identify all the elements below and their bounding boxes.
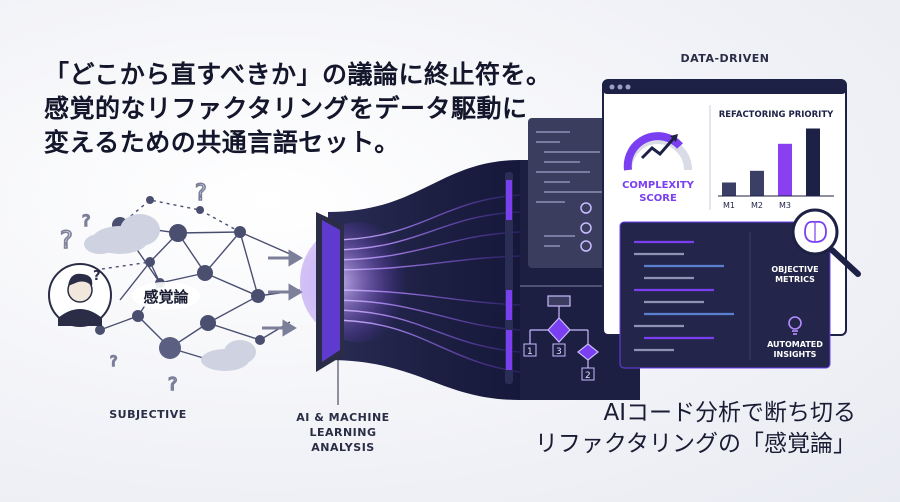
- gauge-icon: [623, 132, 692, 171]
- chart-title: REFACTORING PRIORITY: [719, 110, 834, 120]
- brain-magnifier-icon: [791, 208, 861, 277]
- flowchart: [529, 295, 599, 368]
- headline: 「どこから直すべきか」の議論に終止符を。 感覚的なリファクタリングをデータ駆動に…: [44, 58, 552, 160]
- insights-line-1: AUTOMATED: [767, 340, 823, 349]
- svg-text:?: ?: [168, 374, 178, 395]
- flow-node-labels: 1 3 2: [523, 343, 595, 381]
- complexity-line-2: SCORE: [639, 193, 677, 204]
- person-icon: ?: [48, 263, 112, 327]
- tick-label-m2: M2: [751, 201, 763, 210]
- bar-m2: [750, 170, 764, 196]
- ai-analysis-label: AI & MACHINE LEARNING ANALYSIS: [268, 410, 418, 455]
- thought-bubble: 感覚論: [132, 282, 200, 310]
- bar-m1: [722, 182, 736, 196]
- objective-line-1: OBJECTIVE: [771, 265, 818, 274]
- tagline-line-2: リファクタリングの「感覚論」: [534, 431, 856, 457]
- subjective-label: SUBJECTIVE: [109, 408, 187, 421]
- network-nodes: [95, 196, 265, 359]
- data-driven-label: DATA-DRIVEN: [680, 52, 770, 65]
- bar-chart: M1 M2 M3: [722, 128, 820, 210]
- headline-line-3: 変えるための共通言語セット。: [44, 128, 400, 157]
- question-mark-icon: ? ? ? ? ?: [59, 180, 207, 396]
- bubble-label: 感覚論: [143, 288, 189, 306]
- svg-text:3: 3: [556, 347, 562, 357]
- tick-label-m3: M3: [779, 201, 791, 210]
- bar-m3: [778, 143, 792, 196]
- svg-text:?: ?: [93, 269, 101, 284]
- tagline: AIコード分析で断ち切る リファクタリングの「感覚論」: [535, 398, 856, 460]
- lightbulb-icon: [788, 316, 802, 335]
- svg-text:?: ?: [110, 354, 117, 370]
- ai-analysis-line-1: AI & MACHINE LEARNING: [296, 411, 390, 439]
- input-arrows: [262, 249, 303, 337]
- ai-portal: [316, 212, 344, 405]
- tick-label-m1: M1: [723, 201, 735, 210]
- tagline-line-1: AIコード分析で断ち切る: [603, 400, 856, 426]
- svg-text:?: ?: [195, 181, 207, 206]
- code-panel-dark: [619, 221, 831, 369]
- svg-text:?: ?: [60, 226, 73, 254]
- svg-text:?: ?: [82, 211, 91, 230]
- code-panel-top: [528, 118, 620, 268]
- headline-line-2: 感覚的なリファクタリングをデータ駆動に: [44, 94, 528, 123]
- ai-analysis-line-2: ANALYSIS: [311, 441, 375, 454]
- cloud-icon: [201, 340, 256, 371]
- svg-text:1: 1: [527, 347, 533, 357]
- cloud-icon: [84, 214, 160, 254]
- insights-line-2: INSIGHTS: [774, 350, 817, 359]
- complexity-line-1: COMPLEXITY: [622, 180, 695, 191]
- headline-line-1: 「どこから直すべきか」の議論に終止符を。: [44, 60, 552, 89]
- tracks: [505, 172, 513, 384]
- bar-bar4: [806, 128, 820, 196]
- objective-line-2: METRICS: [775, 275, 815, 284]
- svg-text:2: 2: [585, 371, 591, 381]
